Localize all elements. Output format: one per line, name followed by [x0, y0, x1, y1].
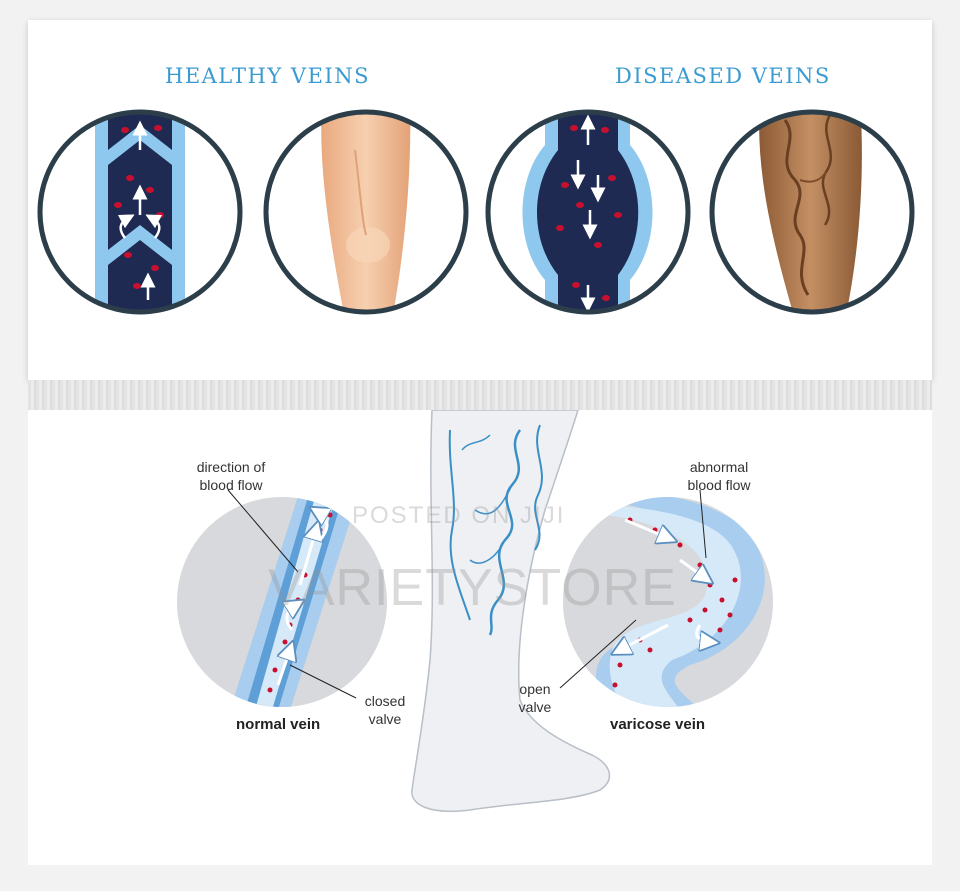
divider-band — [28, 380, 932, 410]
normal-vein-label: normal vein — [236, 716, 321, 733]
comparison-illustrations — [37, 109, 915, 315]
diseased-vein-circle — [485, 109, 691, 315]
varicose-vein-label: varicose vein — [610, 716, 706, 733]
flow-arrows — [620, 518, 710, 650]
direction-of-blood-flow-label: direction of blood flow — [196, 459, 266, 493]
varicose-leg-circle — [709, 109, 915, 315]
normal-vein-circle — [177, 497, 387, 707]
closed-valve-label: closed valve — [364, 693, 406, 727]
varicose-vein-circle — [563, 497, 773, 707]
callout-lines — [227, 489, 707, 699]
blood-cells — [556, 125, 622, 301]
healthy-leg-circle — [263, 109, 469, 315]
abnormal-blood-flow-label: abnormal blood flow — [687, 459, 751, 493]
healthy-veins-heading: HEALTHY VEINS — [165, 64, 370, 88]
open-valve-label: open valve — [518, 681, 552, 715]
healthy-vein-circle — [37, 109, 243, 315]
diseased-veins-heading: DISEASED VEINS — [615, 64, 831, 88]
flow-arrows — [570, 114, 606, 312]
flow-arrows — [276, 512, 327, 686]
leg-silhouette — [411, 410, 611, 812]
leg-diagram — [177, 410, 773, 812]
flow-arrows — [117, 120, 163, 300]
